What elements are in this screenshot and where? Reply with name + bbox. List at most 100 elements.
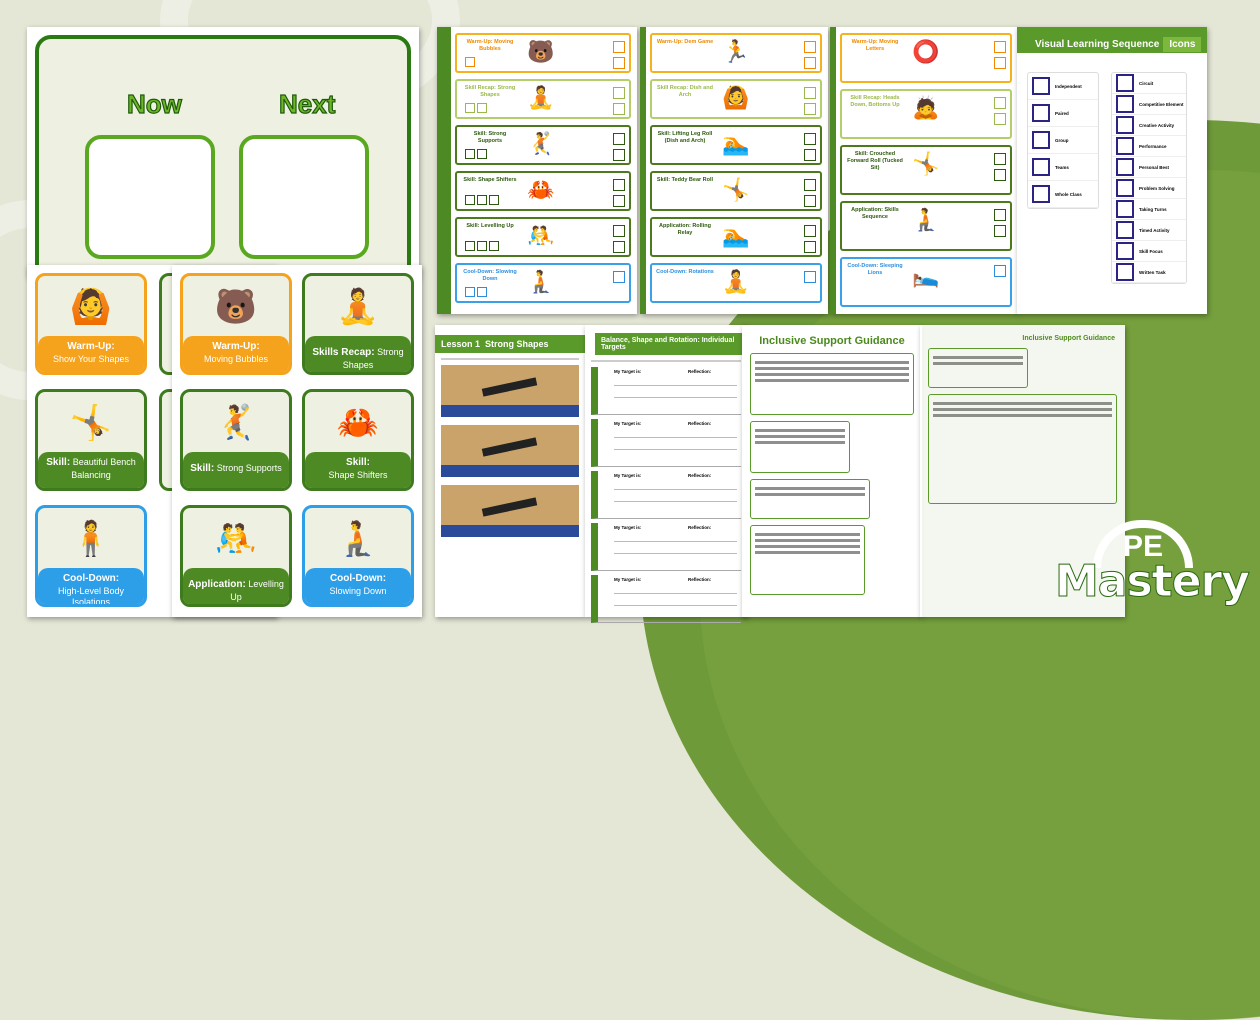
activity-icons: [994, 97, 1006, 125]
activity-icons: [804, 271, 816, 283]
step-title: Cool-Down: Rotations: [656, 269, 714, 275]
target-row[interactable]: My Target is:Reflection:: [591, 419, 741, 467]
icon-item: Group: [1028, 127, 1098, 154]
now-box[interactable]: [85, 135, 215, 259]
lesson-step[interactable]: Skill: Strong Supports🤾: [455, 125, 631, 165]
figure-icon: 🧎: [527, 269, 555, 294]
activity-card[interactable]: 🦀 Skill:Shape Shifters: [302, 389, 414, 491]
lesson-step[interactable]: Warm-Up: Dem Game🏃: [650, 33, 822, 73]
activity-card[interactable]: 🤼 Application: Levelling Up: [180, 505, 292, 607]
step-title: Skill Recap: Strong Shapes: [464, 85, 516, 99]
step-title: Skill: Shape Shifters: [463, 177, 517, 183]
paired-icon: [1032, 104, 1050, 122]
photo-tabletop: [441, 485, 579, 537]
inclusive-support-guidance-doc-2: Inclusive Support Guidance: [920, 325, 1125, 617]
icon-item: Competitive Element: [1112, 94, 1186, 115]
figure-icon: 🤸: [722, 177, 750, 202]
figure-icon: 🤾: [527, 131, 555, 156]
logo-mastery: Mastery: [1055, 556, 1251, 608]
problem-solving-icon: [1116, 179, 1134, 197]
whole-class-icon: [1032, 185, 1050, 203]
lesson-step[interactable]: Cool-Down: Rotations🧘: [650, 263, 822, 303]
lesson-step[interactable]: Skill: Teddy Bear Roll🤸: [650, 171, 822, 211]
next-box[interactable]: [239, 135, 369, 259]
lesson-step[interactable]: Warm-Up: Moving Letters⭕: [840, 33, 1012, 83]
now-title: Now: [126, 88, 182, 119]
icon-item: Circuit: [1112, 73, 1186, 94]
lesson-step[interactable]: Application: Skills Sequence🧎: [840, 201, 1012, 251]
activity-icons: [613, 271, 625, 283]
independent-icon: [1032, 77, 1050, 95]
lesson-step[interactable]: Cool-Down: Slowing Down🧎: [455, 263, 631, 303]
activity-card[interactable]: 🤾 Skill: Strong Supports: [180, 389, 292, 491]
figure-icon: 🙆: [722, 85, 750, 110]
activity-card[interactable]: 🧍 Cool-Down:High-Level Body Isolations: [35, 505, 147, 607]
icon-item: Skill Focus: [1112, 241, 1186, 262]
activity-icons: [804, 87, 816, 115]
card-name: Strong Supports: [216, 463, 282, 473]
lesson-step[interactable]: Skill: Shape Shifters🦀: [455, 171, 631, 211]
creative-activity-icon: [1116, 116, 1134, 134]
lesson-step[interactable]: Warm-Up: Moving Bubbles🐻: [455, 33, 631, 73]
target-row[interactable]: My Target is:Reflection:: [591, 523, 741, 571]
target-row[interactable]: My Target is:Reflection:: [591, 367, 741, 415]
activity-card[interactable]: 🤸 Skill: Beautiful Bench Balancing: [35, 389, 147, 491]
lesson-step[interactable]: Skill Recap: Dish and Arch🙆: [650, 79, 822, 119]
lesson-step[interactable]: Skill: Crouched Forward Roll (Tucked Sit…: [840, 145, 1012, 195]
activity-card[interactable]: 🙆 Warm-Up:Show Your Shapes: [35, 273, 147, 375]
card-name: Beautiful Bench Balancing: [71, 457, 136, 480]
figure-illustration: 🤼: [214, 520, 258, 558]
figure-icon: 🏊: [722, 223, 750, 248]
activity-icons: [994, 209, 1006, 237]
activity-card[interactable]: 🧎 Cool-Down:Slowing Down: [302, 505, 414, 607]
activity-icons: [613, 133, 625, 161]
lesson-step[interactable]: Skill: Levelling Up🤼: [455, 217, 631, 257]
sheet-tag: Icons: [1163, 37, 1202, 52]
target-row[interactable]: My Target is:Reflection:: [591, 575, 741, 623]
card-type: Skills Recap:: [312, 347, 375, 358]
individual-targets-doc: Balance, Shape and Rotation: Individual …: [585, 325, 747, 623]
grouping-icons-list: Independent Paired Group Teams Whole Cla…: [1027, 72, 1099, 209]
activity-card[interactable]: 🐻 Warm-Up:Moving Bubbles: [180, 273, 292, 375]
figure-illustration: 🧎: [336, 520, 380, 558]
icon-item: Creative Activity: [1112, 115, 1186, 136]
card-type: Application:: [188, 579, 246, 590]
activity-icons: [804, 179, 816, 207]
guidance-box: [750, 353, 914, 415]
target-row[interactable]: My Target is:Reflection:: [591, 471, 741, 519]
card-type: Cool-Down:: [62, 573, 120, 584]
doc-title: Strong Shapes: [485, 339, 549, 349]
activity-icons: [613, 179, 625, 207]
activity-icons: [994, 153, 1006, 181]
step-title: Skill Recap: Heads Down, Bottoms Up: [850, 95, 900, 109]
lesson-step[interactable]: Skill Recap: Heads Down, Bottoms Up🙇: [840, 89, 1012, 139]
step-title: Warm-Up: Moving Bubbles: [466, 39, 514, 53]
lesson-step[interactable]: Application: Rolling Relay🏊: [650, 217, 822, 257]
lesson-step[interactable]: Skill Recap: Strong Shapes🧘: [455, 79, 631, 119]
card-name: High-Level Body Isolations: [57, 585, 125, 607]
figure-icon: 🏊: [722, 131, 750, 156]
doc-title: Inclusive Support Guidance: [1022, 335, 1115, 342]
lesson-plan-3: Warm-Up: Moving Letters⭕ Skill Recap: He…: [830, 27, 1018, 314]
activity-icons: [994, 41, 1006, 69]
written-task-icon: [1116, 263, 1134, 281]
lesson-step[interactable]: Skill: Lifting Leg Roll (Dish and Arch) 🏊: [650, 125, 822, 165]
icon-item: Independent: [1028, 73, 1098, 100]
activity-card-sheet-2: 🐻 Warm-Up:Moving Bubbles 🧘 Skills Recap:…: [172, 265, 422, 617]
card-name: Levelling Up: [230, 579, 284, 602]
step-title: Skill: Lifting Leg Roll (Dish and Arch): [657, 131, 713, 145]
icon-item: Performance: [1112, 136, 1186, 157]
icon-grid-box: [928, 394, 1117, 504]
activity-icons-list: Circuit Competitive Element Creative Act…: [1111, 72, 1187, 284]
activity-card[interactable]: 🧘 Skills Recap: Strong Shapes: [302, 273, 414, 375]
now-next-frame: Now Next: [35, 35, 411, 287]
figure-illustration: 🧘: [336, 288, 380, 326]
lesson-step[interactable]: Cool-Down: Sleeping Lions🛌: [840, 257, 1012, 307]
guidance-box: [928, 348, 1028, 388]
lesson-plan-1: Warm-Up: Moving Bubbles🐻 Skill Recap: St…: [437, 27, 637, 314]
card-type: Skill:: [346, 457, 370, 468]
icon-item: Taking Turns: [1112, 199, 1186, 220]
icon-item: Timed Activity: [1112, 220, 1186, 241]
lesson-side-tab: [640, 27, 646, 314]
